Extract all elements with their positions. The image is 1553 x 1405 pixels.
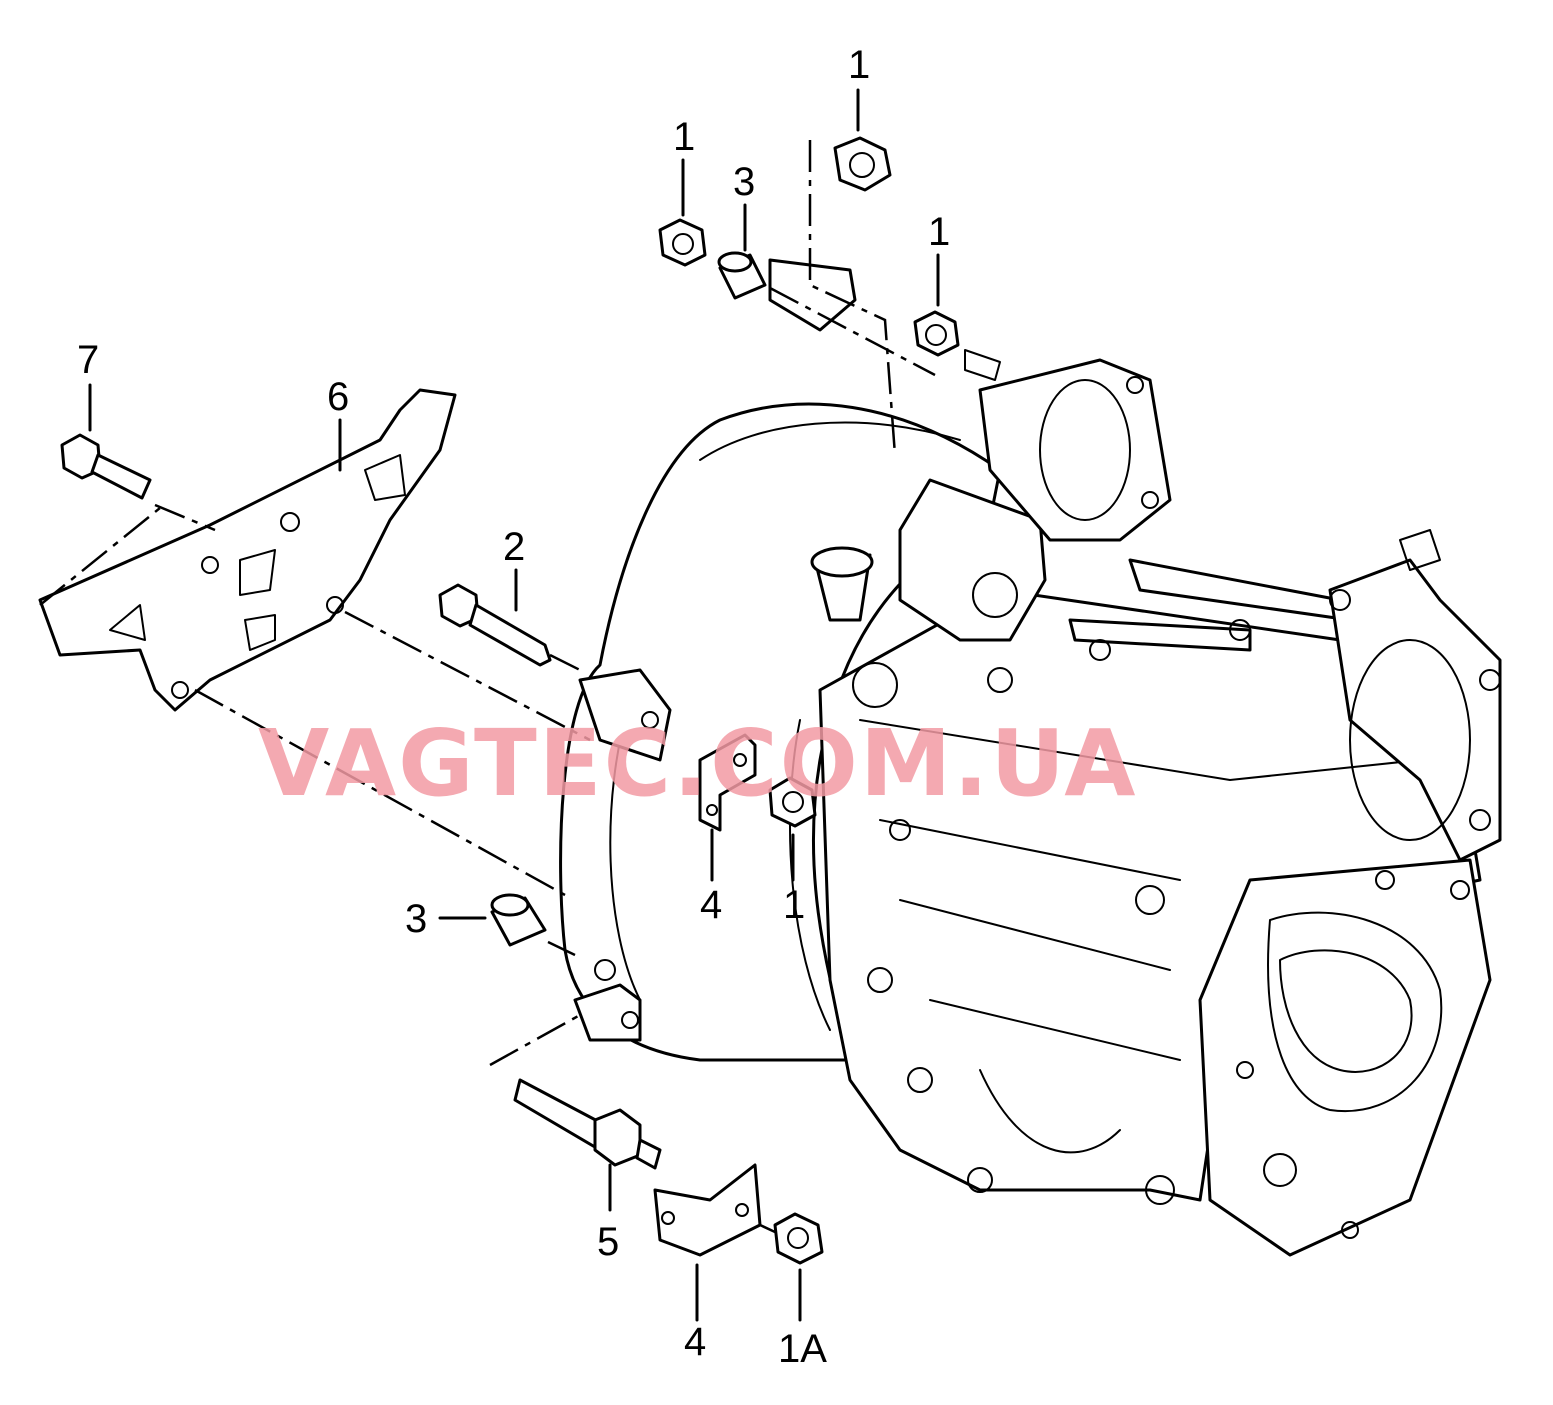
nut-1-right	[913, 310, 1001, 381]
bolt-2	[438, 583, 552, 667]
nut-1-mid	[768, 776, 817, 828]
washer-4-mid	[698, 733, 757, 832]
stud-5	[513, 1078, 662, 1170]
label-1-top: 1	[848, 43, 870, 87]
label-4-mid: 4	[700, 883, 722, 927]
bracket-4-low	[653, 1163, 762, 1257]
label-5: 5	[597, 1220, 619, 1264]
label-3-low: 3	[405, 897, 427, 941]
nut-1-left	[658, 218, 707, 267]
label-1a: 1A	[778, 1327, 827, 1371]
bolt-7	[60, 433, 152, 500]
label-3-top: 3	[733, 160, 755, 204]
label-1-right: 1	[928, 210, 950, 254]
bracket-part-6	[38, 388, 457, 712]
label-4-low: 4	[684, 1320, 706, 1364]
watermark-text: VAGTEC.COM.UA	[258, 710, 1137, 817]
gearbox-housing	[559, 258, 1502, 1257]
label-1-left: 1	[673, 115, 695, 159]
assembly-lines	[39, 140, 936, 1234]
label-1-mid: 1	[783, 883, 805, 927]
spacer-3-low	[490, 893, 547, 947]
callout-labels: 1 1 3 1 7 6 2 4 1 3 5 4 1A	[77, 43, 950, 1371]
label-6: 6	[327, 375, 349, 419]
spacer-3-top	[717, 251, 767, 300]
nut-1a	[773, 1212, 824, 1265]
leader-lines	[88, 88, 940, 1322]
label-7: 7	[77, 338, 99, 382]
nut-1-top	[833, 136, 892, 192]
label-2: 2	[503, 525, 525, 569]
